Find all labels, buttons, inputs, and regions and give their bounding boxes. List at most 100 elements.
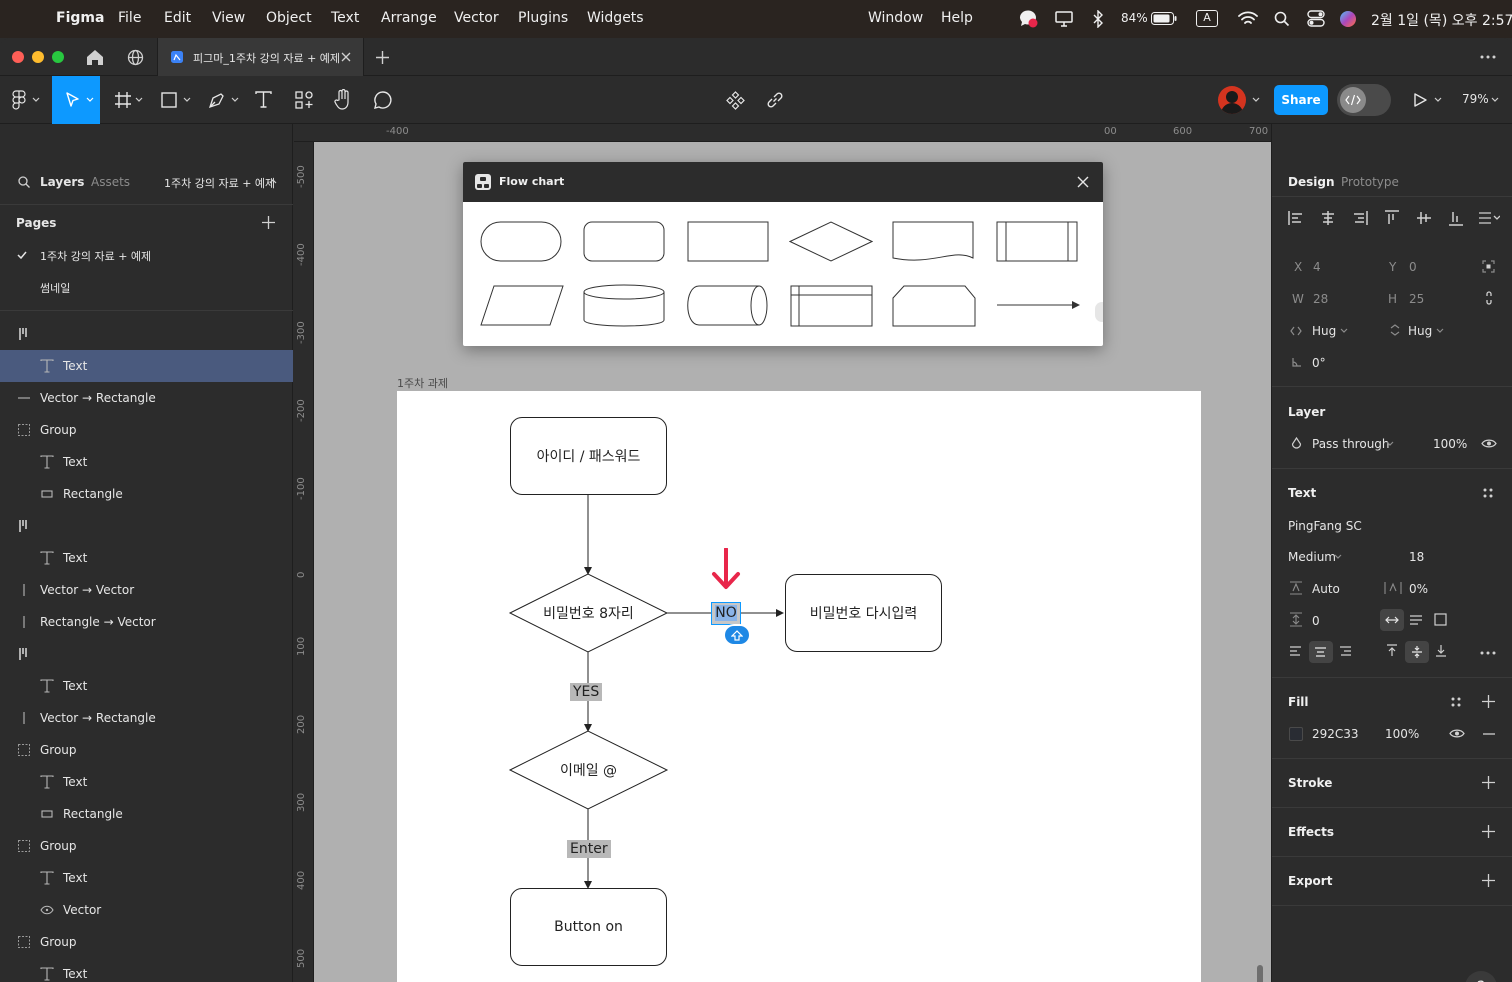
comment-tool-icon[interactable] bbox=[374, 91, 392, 109]
shape-display-tile[interactable] bbox=[892, 285, 976, 327]
dev-mode-toggle[interactable] bbox=[1337, 84, 1391, 116]
add-effect-plus-icon[interactable] bbox=[1482, 825, 1495, 838]
hand-tool-icon[interactable] bbox=[334, 89, 352, 110]
menu-plugins[interactable]: Plugins bbox=[518, 10, 569, 26]
shape-process-tile[interactable] bbox=[687, 221, 769, 262]
input-method-indicator[interactable]: A bbox=[1196, 10, 1218, 27]
layer-row[interactable]: Group bbox=[0, 926, 293, 958]
help-button[interactable]: ? bbox=[1465, 971, 1497, 982]
display-icon[interactable] bbox=[1055, 11, 1073, 27]
fill-hex-input[interactable]: 292C33 bbox=[1312, 727, 1359, 741]
add-stroke-plus-icon[interactable] bbox=[1482, 776, 1495, 789]
layer-row[interactable]: Group bbox=[0, 734, 293, 766]
add-fill-plus-icon[interactable] bbox=[1482, 695, 1495, 708]
layer-row[interactable]: Group bbox=[0, 414, 293, 446]
layer-row[interactable]: Rectangle → Vector bbox=[0, 606, 293, 638]
layer-row-frame[interactable] bbox=[0, 318, 293, 350]
layer-row-frame[interactable] bbox=[0, 510, 293, 542]
tab-prototype[interactable]: Prototype bbox=[1341, 175, 1399, 189]
frame-label[interactable]: 1주차 과제 bbox=[397, 377, 448, 390]
page-selector[interactable]: 1주차 강의 자료 + 예제 bbox=[164, 177, 276, 190]
layer-row[interactable]: Vector → Rectangle bbox=[0, 382, 293, 414]
eye-icon[interactable] bbox=[1481, 438, 1497, 449]
align-horizontal-center-icon[interactable] bbox=[1320, 210, 1336, 226]
bluetooth-icon[interactable] bbox=[1092, 10, 1104, 28]
move-tool-button[interactable] bbox=[52, 76, 100, 124]
menu-help[interactable]: Help bbox=[941, 10, 973, 26]
minimize-window-button[interactable] bbox=[32, 51, 44, 63]
close-tab-icon[interactable] bbox=[341, 52, 351, 62]
align-top-icon[interactable] bbox=[1384, 210, 1400, 226]
layer-row-frame[interactable] bbox=[0, 638, 293, 670]
shape-document-tile[interactable] bbox=[892, 221, 974, 264]
shape-arrow-tile[interactable] bbox=[996, 299, 1082, 311]
frame-tool-icon[interactable] bbox=[114, 91, 132, 109]
more-text-options-icon[interactable] bbox=[1480, 651, 1496, 655]
vertical-scrollbar[interactable] bbox=[1257, 965, 1263, 982]
menu-window[interactable]: Window bbox=[868, 10, 924, 26]
auto-width-button[interactable] bbox=[1380, 609, 1404, 631]
layer-row[interactable]: Rectangle bbox=[0, 798, 293, 830]
node-decision-password-length[interactable]: 비밀번호 8자리 bbox=[543, 606, 634, 622]
add-page-plus-icon[interactable] bbox=[262, 216, 275, 229]
auto-height-icon[interactable] bbox=[1409, 615, 1423, 625]
layer-opacity-input[interactable]: 100% bbox=[1433, 437, 1468, 451]
shape-internal-storage-tile[interactable] bbox=[790, 285, 873, 327]
search-icon[interactable] bbox=[18, 176, 30, 188]
rectangle-tool-icon[interactable] bbox=[161, 92, 177, 108]
component-icon[interactable] bbox=[726, 91, 745, 110]
lock-aspect-ratio-icon[interactable] bbox=[1484, 290, 1494, 306]
align-text-middle-button[interactable] bbox=[1405, 641, 1429, 663]
constraints-icon[interactable] bbox=[1482, 260, 1495, 273]
shape-database-tile[interactable] bbox=[583, 284, 665, 328]
notification-icon[interactable] bbox=[1018, 10, 1038, 28]
text-align-center-button[interactable] bbox=[1309, 641, 1333, 663]
align-text-top-icon[interactable] bbox=[1386, 644, 1398, 657]
align-vertical-center-icon[interactable] bbox=[1416, 210, 1432, 226]
menu-vector[interactable]: Vector bbox=[454, 10, 499, 26]
layer-row[interactable]: Text bbox=[0, 958, 293, 982]
user-avatar-button[interactable] bbox=[1216, 84, 1264, 116]
shape-decision-tile[interactable] bbox=[789, 221, 873, 262]
shape-predefined-process-tile[interactable] bbox=[996, 221, 1078, 262]
menu-arrange[interactable]: Arrange bbox=[381, 10, 437, 26]
align-right-icon[interactable] bbox=[1352, 210, 1368, 226]
paragraph-spacing-input[interactable]: 0 bbox=[1312, 614, 1320, 628]
layer-row[interactable]: Text bbox=[0, 446, 293, 478]
shape-rounded-rect-tile[interactable] bbox=[583, 221, 665, 262]
node-start[interactable]: 아이디 / 패스워드 bbox=[510, 417, 667, 495]
label-no-selected[interactable]: NO bbox=[711, 602, 741, 625]
align-bottom-icon[interactable] bbox=[1448, 210, 1464, 226]
layer-row[interactable]: Text bbox=[0, 350, 293, 382]
h-input[interactable]: 25 bbox=[1409, 292, 1425, 306]
layer-row[interactable]: Vector → Vector bbox=[0, 574, 293, 606]
letter-spacing-input[interactable]: 0% bbox=[1409, 582, 1429, 596]
tab-active-file[interactable]: 피그마_1주차 강의 자료 + 예제 bbox=[157, 38, 364, 76]
font-size-input[interactable]: 18 bbox=[1409, 550, 1425, 564]
text-align-right-icon[interactable] bbox=[1339, 646, 1352, 656]
community-globe-icon[interactable] bbox=[127, 49, 144, 66]
text-styles-grid-icon[interactable] bbox=[1483, 488, 1493, 498]
height-hug-select[interactable]: Hug bbox=[1408, 324, 1433, 338]
layer-row[interactable]: Text bbox=[0, 862, 293, 894]
width-hug-select[interactable]: Hug bbox=[1312, 324, 1337, 338]
new-tab-plus-icon[interactable] bbox=[376, 51, 389, 64]
shape-data-tile[interactable] bbox=[480, 285, 564, 326]
menu-file[interactable]: File bbox=[118, 10, 142, 26]
wifi-icon[interactable] bbox=[1238, 11, 1258, 26]
present-play-icon[interactable] bbox=[1414, 93, 1427, 107]
rotation-input[interactable]: 0° bbox=[1312, 356, 1326, 370]
shape-stored-data-tile[interactable] bbox=[687, 285, 769, 327]
node-decision-email[interactable]: 이메일 @ bbox=[559, 763, 618, 779]
menu-edit[interactable]: Edit bbox=[164, 10, 192, 26]
zoom-level[interactable]: 79% bbox=[1462, 92, 1489, 106]
text-anchor-handle[interactable] bbox=[723, 624, 751, 646]
menu-text[interactable]: Text bbox=[331, 10, 360, 26]
tab-design[interactable]: Design bbox=[1288, 175, 1335, 189]
menu-widgets[interactable]: Widgets bbox=[587, 10, 644, 26]
more-options-icon[interactable] bbox=[1480, 55, 1496, 59]
menubar-datetime[interactable]: 2월 1일 (목) 오후 2:57 bbox=[1371, 13, 1512, 29]
align-text-bottom-icon[interactable] bbox=[1435, 644, 1447, 657]
tab-layers[interactable]: Layers bbox=[40, 175, 85, 189]
